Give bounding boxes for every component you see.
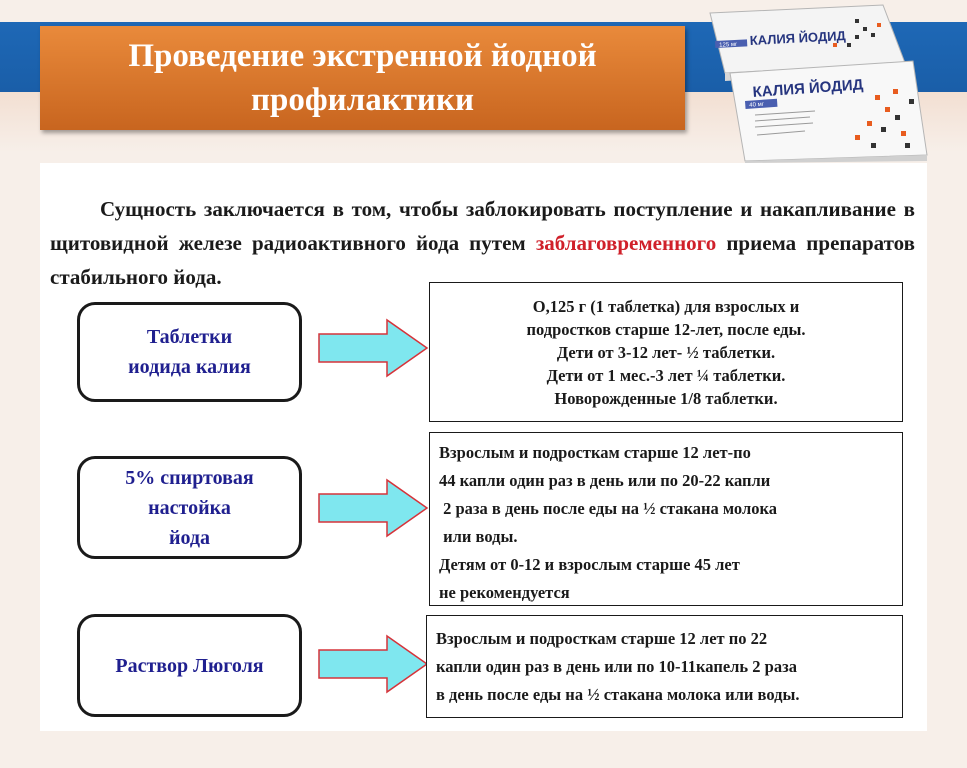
dosage-line: О,125 г (1 таблетка) для взрослых и — [532, 297, 800, 316]
dosage-line: Взрослым и подросткам старше 12 лет-по — [439, 443, 751, 462]
method-label-tablets: Таблетки иодида калия — [77, 302, 302, 402]
dosage-line: Детям от 0-12 и взрослым старше 45 лет — [439, 555, 740, 574]
svg-text:125 мг: 125 мг — [719, 42, 738, 49]
method-label-tincture: 5% спиртовая настойка йода — [77, 456, 302, 559]
dosage-line: Дети от 1 мес.-3 лет ¼ таблетки. — [546, 366, 786, 385]
dosage-line: Взрослым и подросткам старше 12 лет по 2… — [436, 629, 768, 648]
dosage-box-tincture: Взрослым и подросткам старше 12 лет-по 4… — [429, 432, 903, 606]
dosage-box-lugol: Взрослым и подросткам старше 12 лет по 2… — [426, 615, 903, 718]
method-label-text: 5% спиртовая настойка йода — [125, 466, 254, 549]
arrow-right-icon — [318, 478, 429, 538]
arrow-right-icon — [318, 318, 429, 378]
dosage-line: не рекомендуется — [439, 583, 570, 602]
method-label-text: Таблетки иодида калия — [128, 326, 251, 378]
dosage-line: в день после еды на ½ стакана молока или… — [436, 685, 800, 704]
title-line-2: профилактики — [250, 82, 474, 118]
svg-text:40 мг: 40 мг — [749, 102, 765, 109]
dosage-box-tablets: О,125 г (1 таблетка) для взрослых и подр… — [429, 282, 903, 422]
arrow-right-icon — [318, 634, 429, 694]
svg-text:КАЛИЯ ЙОДИД: КАЛИЯ ЙОДИД — [749, 28, 846, 48]
intro-highlight: заблаговременного — [535, 231, 717, 255]
title-banner: Проведение экстренной йодной профилактик… — [40, 26, 685, 130]
dosage-line: 2 раза в день после еды на ½ стакана мол… — [439, 499, 777, 518]
intro-text-end: приема препаратов стабильного йода. — [50, 231, 915, 289]
dosage-line: 44 капли один раз в день или по 20-22 ка… — [439, 471, 771, 490]
content-panel: Сущность заключается в том, чтобы заблок… — [40, 163, 927, 731]
dosage-line: Новорожденные 1/8 таблетки. — [554, 389, 778, 408]
medicine-box-front: 40 мг КАЛИЯ ЙОДИД — [729, 60, 928, 163]
method-label-lugol: Раствор Люголя — [77, 614, 302, 717]
intro-paragraph: Сущность заключается в том, чтобы заблок… — [50, 192, 915, 294]
dosage-line: Дети от 3-12 лет- ½ таблетки. — [556, 343, 776, 362]
potassium-iodide-boxes-image: 125 мг КАЛИЯ ЙОДИД 40 мг КАЛИЯ ЙОДИД — [709, 4, 928, 163]
dosage-line: или воды. — [439, 527, 518, 546]
title-line-1: Проведение экстренной йодной — [128, 38, 597, 74]
method-label-text: Раствор Люголя — [115, 654, 264, 677]
intro-text: Сущность заключается в том, чтобы заблок… — [50, 197, 915, 255]
dosage-line: подростков старше 12-лет, после еды. — [526, 320, 806, 339]
page-title: Проведение экстренной йодной профилактик… — [118, 34, 606, 122]
dosage-line: капли один раз в день или по 10-11капель… — [436, 657, 797, 676]
